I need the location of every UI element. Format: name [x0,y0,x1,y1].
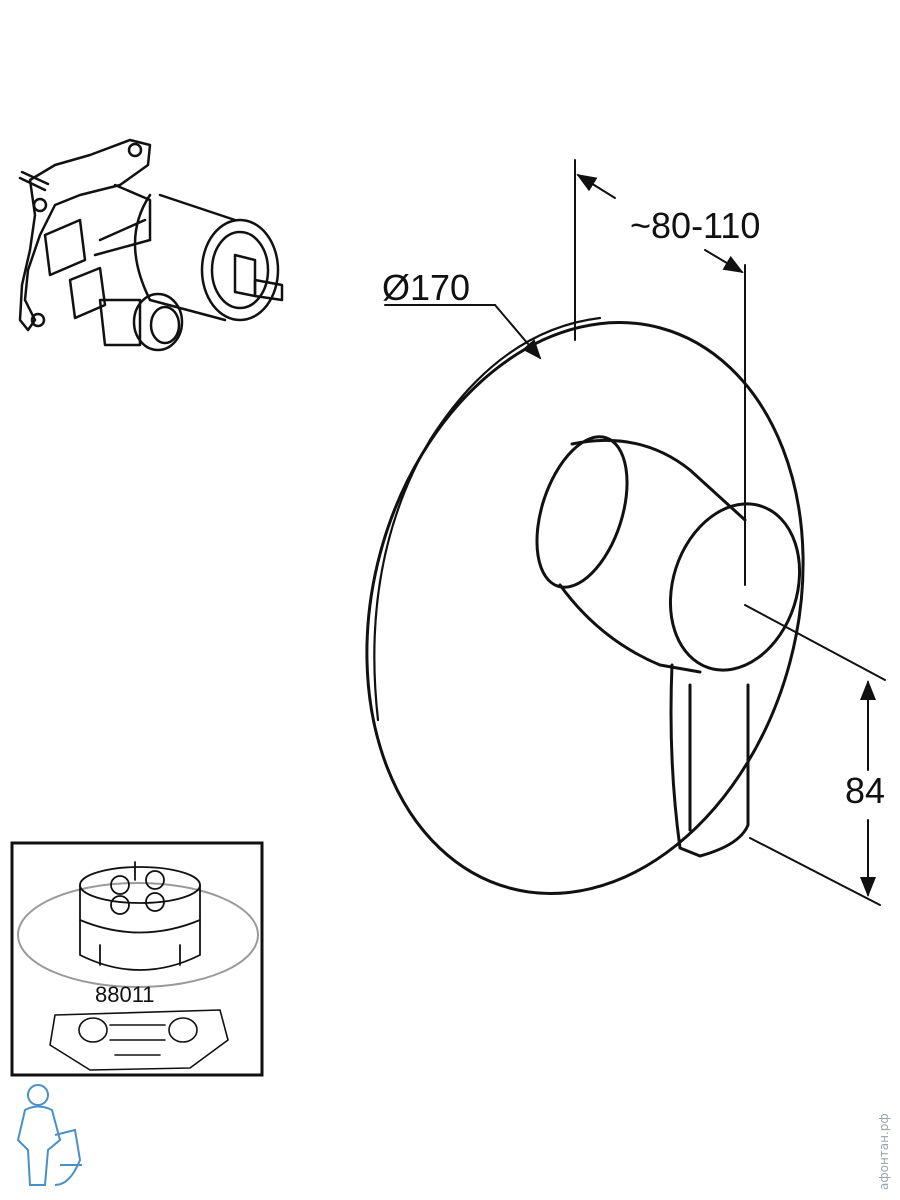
plumber-mascot-logo [16,1084,82,1186]
watermark-text: афонтан.рф [877,1113,891,1190]
rosette-plate [365,316,805,895]
watermark: афонтан.рф [877,1113,891,1190]
valve-body-illustration [18,138,284,352]
diameter-label: Ø170 [382,267,470,308]
projection-label: ~80-110 [630,205,760,246]
part-number-label: 88011 [95,982,155,1007]
diameter-dimension: Ø170 [382,267,542,360]
height-label: 84 [845,770,885,811]
projection-dimension: ~80-110 [574,159,760,586]
inset-base-set: 88011 [10,841,264,1077]
height-dimension: 84 [744,604,886,906]
handle-body [535,435,802,858]
